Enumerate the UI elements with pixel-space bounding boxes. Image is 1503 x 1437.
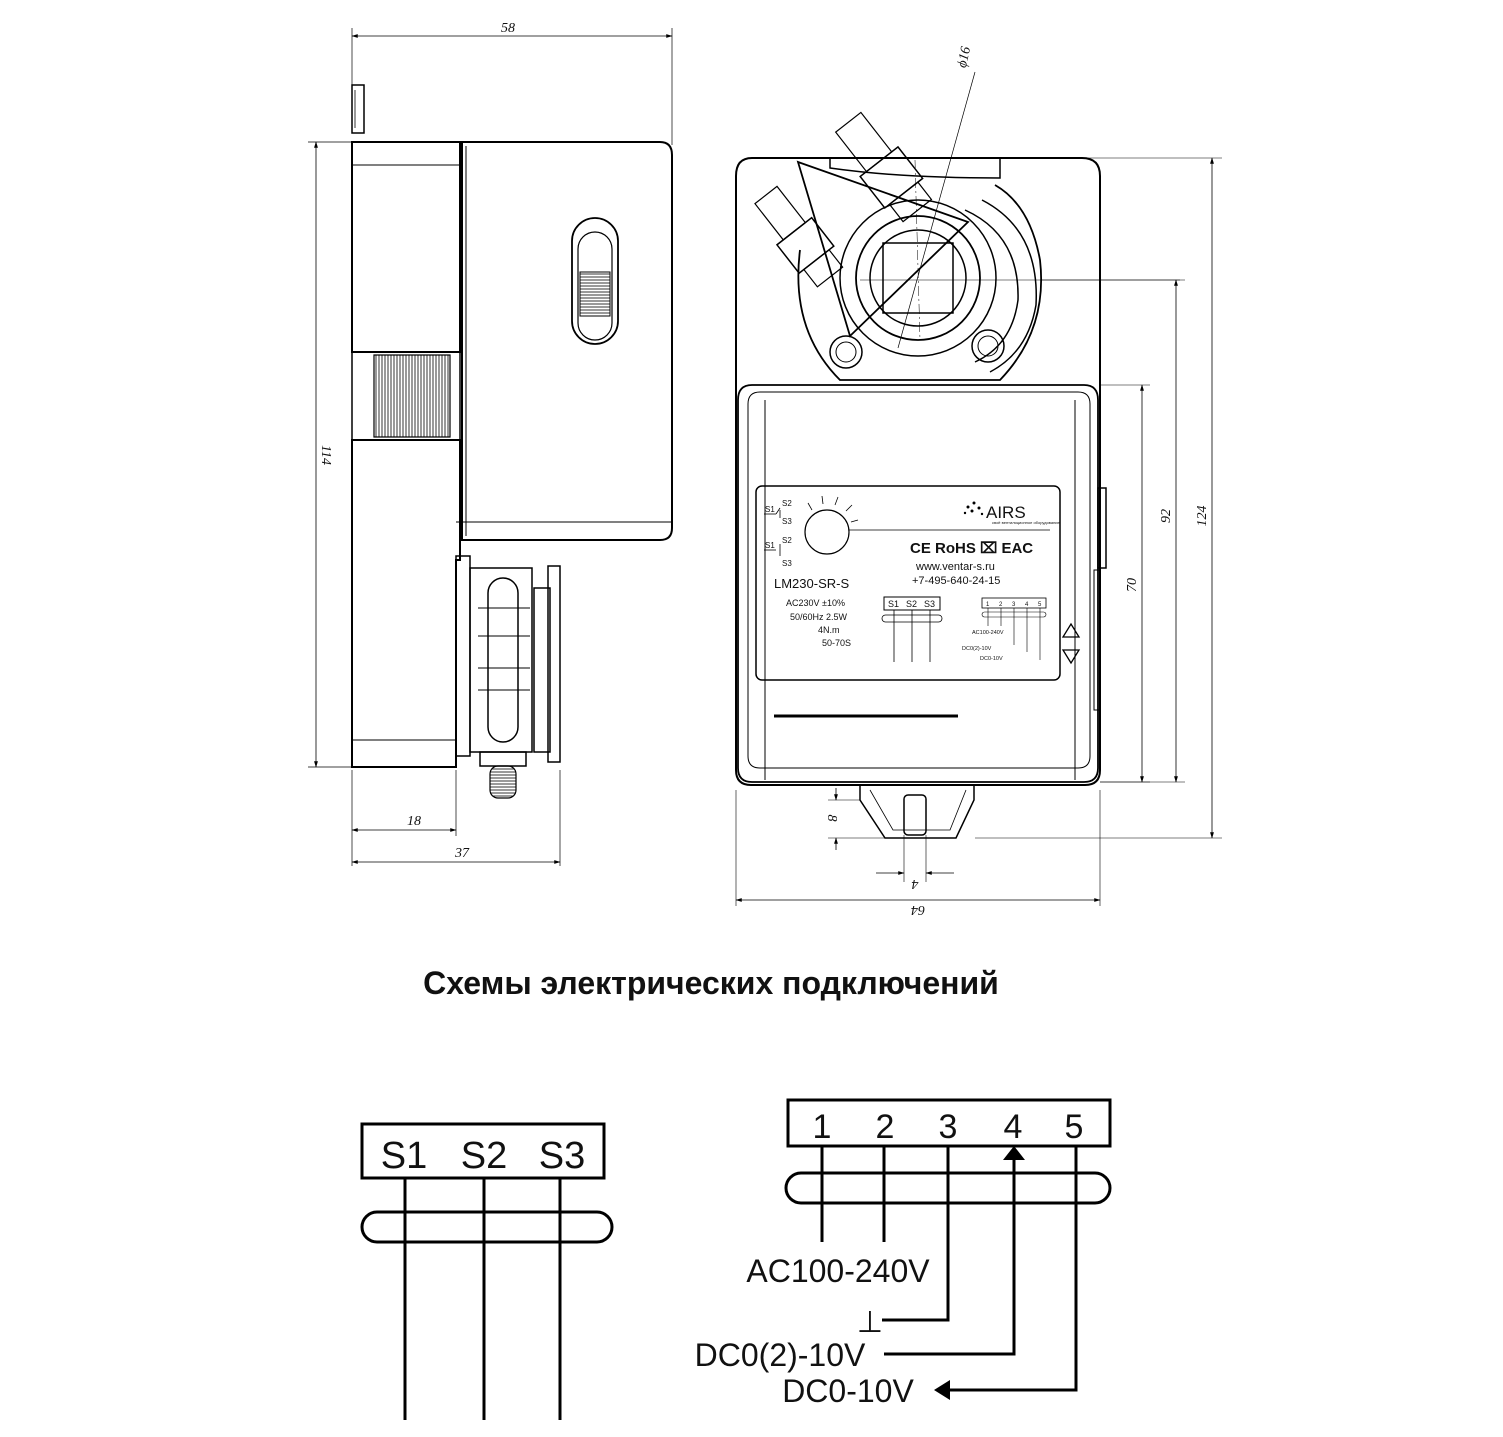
terminal-5: 5 xyxy=(1065,1108,1084,1146)
terminal-s2: S2 xyxy=(461,1135,507,1177)
svg-text:2: 2 xyxy=(999,602,1003,608)
section-title: Схемы электрических подключений xyxy=(423,965,999,1001)
dim-front-height-label: 70 xyxy=(1125,578,1140,592)
power-schematic: 1 2 3 4 5 AC100-240V ⊥ DC0(2)-10V DC0-10… xyxy=(695,1098,1112,1409)
terminal-4: 4 xyxy=(1004,1108,1023,1146)
dial-icon xyxy=(804,509,850,555)
terminal-2: 2 xyxy=(876,1108,895,1146)
dim-front-height-mid: 92 xyxy=(1159,509,1174,523)
svg-text:S1: S1 xyxy=(765,541,775,550)
svg-text:S3: S3 xyxy=(782,517,792,526)
svg-text:своё вентиляционное оборудован: своё вентиляционное оборудование xyxy=(992,520,1061,525)
front-view: ϕ16 8 4 64 xyxy=(735,45,1222,917)
plate-switch-terminals: S1 S2 S3 xyxy=(881,596,943,662)
model-name: LM230-SR-S xyxy=(774,576,849,591)
spec-power: 50/60Hz 2.5W xyxy=(790,612,848,622)
svg-text:DC0(2)-10V: DC0(2)-10V xyxy=(962,646,992,652)
svg-text:3: 3 xyxy=(1012,602,1016,608)
dim-side-width: 58 xyxy=(501,21,515,36)
label-plate: S1 S2 S3 S1 S2 S3 AIRS xyxy=(755,485,1061,681)
svg-text:AC100-240V: AC100-240V xyxy=(972,630,1004,636)
svg-text:DC0-10V: DC0-10V xyxy=(980,656,1003,662)
terminal-1: 1 xyxy=(813,1108,832,1146)
dim-bottom-slot: 4 xyxy=(912,876,919,891)
plate-power-terminals: 1 2 3 4 5 AC100-240V DC0(2)-10V DC0-10V xyxy=(962,597,1047,662)
svg-text:S2: S2 xyxy=(906,599,917,609)
ground-symbol: ⊥ xyxy=(857,1306,883,1339)
svg-text:S1: S1 xyxy=(888,599,899,609)
switch-symbol: S1 S2 S3 S1 S2 S3 xyxy=(764,499,792,568)
svg-text:S2: S2 xyxy=(782,499,792,508)
spec-time: 50-70S xyxy=(822,638,851,648)
terminal-3: 3 xyxy=(939,1108,958,1146)
terminal-s3: S3 xyxy=(539,1135,585,1177)
dim-side-height: 114 xyxy=(318,445,333,465)
website: www.ventar-s.ru xyxy=(915,561,995,573)
svg-text:S1: S1 xyxy=(765,505,775,514)
label-dc-in: DC0(2)-10V xyxy=(695,1337,866,1373)
dim-side-offset: 18 xyxy=(407,814,421,829)
dim-front-width: 64 xyxy=(911,902,925,917)
phone: +7-495-640-24-15 xyxy=(912,575,1000,587)
cert-marks: CE RoHS ⌧ EAC xyxy=(910,540,1033,557)
brand-logo: AIRS xyxy=(986,503,1026,522)
dim-bottom-tab: 8 xyxy=(824,815,839,822)
switch-schematic: S1 S2 S3 xyxy=(360,1122,614,1420)
label-dc-out: DC0-10V xyxy=(782,1373,914,1409)
svg-text:S2: S2 xyxy=(782,536,792,545)
spec-voltage: AC230V ±10% xyxy=(786,598,845,608)
terminal-s1: S1 xyxy=(381,1135,427,1177)
svg-text:1: 1 xyxy=(986,602,990,608)
svg-text:5: 5 xyxy=(1038,602,1042,608)
svg-text:S3: S3 xyxy=(782,559,792,568)
dim-shaft-diameter: ϕ16 xyxy=(955,45,974,69)
spec-torque: 4N.m xyxy=(818,625,840,635)
dim-side-depth: 37 xyxy=(454,846,470,861)
svg-text:4: 4 xyxy=(1025,602,1029,608)
dim-front-height-total: 124 xyxy=(1195,506,1210,527)
label-ac: AC100-240V xyxy=(746,1253,930,1289)
svg-text:S3: S3 xyxy=(924,599,935,609)
side-view: 58 114 xyxy=(308,21,673,866)
